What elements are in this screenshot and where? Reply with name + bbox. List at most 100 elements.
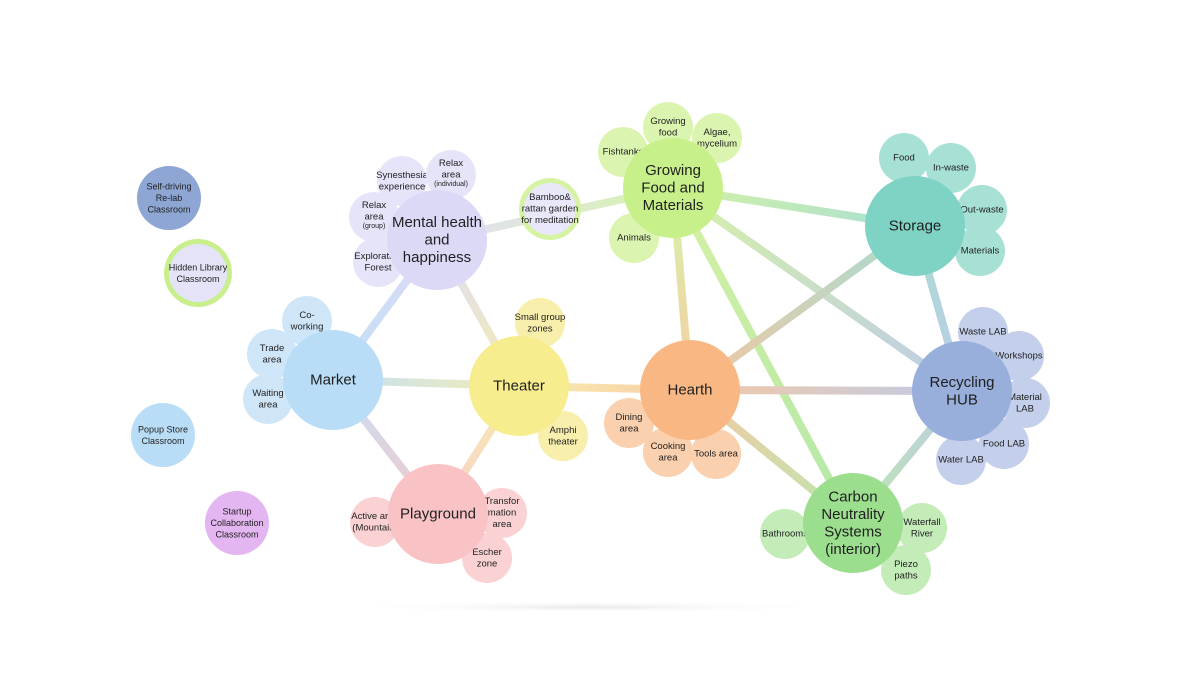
satellite-active: Active area(Mountain) <box>350 497 400 547</box>
outwaste-circle <box>957 185 1007 235</box>
carbon-label-line: Systems <box>824 523 882 540</box>
playground-circle <box>388 464 488 564</box>
mental-label-line: and <box>424 232 449 249</box>
recycling-circle <box>912 341 1012 441</box>
amphi-label-line: theater <box>548 436 578 447</box>
waterfall-label-line: Waterfall <box>903 517 940 528</box>
trade-circle <box>247 329 297 379</box>
relax-group-label-line: Relax <box>362 200 387 211</box>
mental-label-line: Mental health <box>392 214 482 231</box>
escher-label-line: zone <box>477 558 498 569</box>
smallgroup-label-line: zones <box>527 323 553 334</box>
materiallab-label-line: Material <box>1008 392 1042 403</box>
materiallab-label-line: LAB <box>1016 403 1034 414</box>
growing-label-line: Growing <box>645 162 701 179</box>
workshops-label-line: Workshops <box>995 351 1043 362</box>
relax-group-sublabel: (group) <box>363 223 386 230</box>
foodlab-label-line: Food LAB <box>983 439 1025 450</box>
nodes-layer: Co-workingTradeareaWaitingareaSynesthesi… <box>131 102 1050 595</box>
waiting-circle <box>243 374 293 424</box>
coworking-label-line: working <box>290 321 324 332</box>
theater-label-line: Theater <box>493 378 545 395</box>
startup-circle <box>205 491 269 555</box>
hub-hearth: Hearth <box>640 340 740 440</box>
waterlab-label-line: Water LAB <box>938 455 984 466</box>
hub-market: Market <box>283 330 383 430</box>
bathrooms-label-line: Bathrooms <box>762 529 808 540</box>
relax-ind-sublabel: (individual) <box>434 181 468 188</box>
satellite-outwaste: Out-waste <box>957 185 1007 235</box>
hearth-label-line: Hearth <box>667 382 712 399</box>
satellite-bathrooms: Bathrooms <box>760 509 810 559</box>
satellite-foodlab: Food LAB <box>979 419 1029 469</box>
carbon-label-line: Neutrality <box>821 506 885 523</box>
growing-label-line: Food and <box>641 180 704 197</box>
link-growing-recycling <box>669 184 966 395</box>
synesthesia-label-line: Synesthesia <box>376 170 428 181</box>
carbon-label-line: Carbon <box>828 488 877 505</box>
startup-label-line: Collaboration <box>210 518 263 528</box>
coworking-label-line: Co- <box>299 310 314 321</box>
bamboo-circle <box>524 183 576 235</box>
theater-circle <box>469 336 569 436</box>
tools-label-line: Tools area <box>694 449 739 460</box>
transformation-label-line: mation <box>488 508 517 519</box>
cooking-label-line: area <box>658 452 678 463</box>
growingfood-label-line: Growing <box>650 116 685 127</box>
relax-ind-label-line: Relax <box>439 158 464 169</box>
animals-label-line: Animals <box>617 233 651 244</box>
piezo-label-line: Piezo <box>894 559 918 570</box>
hub-theater: Theater <box>469 336 569 436</box>
relax-ind-circle <box>426 150 476 200</box>
bamboo-label-line: for meditation <box>521 215 579 226</box>
waiting-label-line: area <box>258 399 278 410</box>
trade-label-line: Trade <box>260 343 284 354</box>
popup-label-line: Classroom <box>141 436 184 446</box>
active-circle <box>350 497 400 547</box>
trade-label-line: area <box>262 354 282 365</box>
selfdriving-circle <box>137 166 201 230</box>
algae-label-line: mycelium <box>697 138 737 149</box>
cooking-circle <box>643 427 693 477</box>
mental-circle <box>387 190 487 290</box>
selfdriving-label-line: Classroom <box>147 205 190 215</box>
piezo-label-line: paths <box>894 570 917 581</box>
transformation-label-line: Transfor <box>484 496 519 507</box>
ground-shadow <box>340 601 840 613</box>
dining-label-line: Dining <box>616 412 643 423</box>
selfdriving-label-line: Self-driving <box>146 182 191 192</box>
dining-label-line: area <box>619 423 639 434</box>
relax-group-label-line: area <box>364 212 384 223</box>
cooking-label-line: Cooking <box>651 441 686 452</box>
market-circle <box>283 330 383 430</box>
satellite-tools: Tools area <box>691 429 741 479</box>
growing-circle <box>623 138 723 238</box>
relax-ind-label-line: area <box>441 170 461 181</box>
waterfall-label-line: River <box>911 528 933 539</box>
piezo-circle <box>881 545 931 595</box>
smallgroup-label-line: Small group <box>515 312 566 323</box>
transformation-circle <box>477 488 527 538</box>
library-label-line: Hidden Library <box>169 262 228 272</box>
bathrooms-circle <box>760 509 810 559</box>
storage-label-line: Storage <box>889 218 942 235</box>
dining-circle <box>604 398 654 448</box>
popup-label-line: Popup Store <box>138 424 188 434</box>
